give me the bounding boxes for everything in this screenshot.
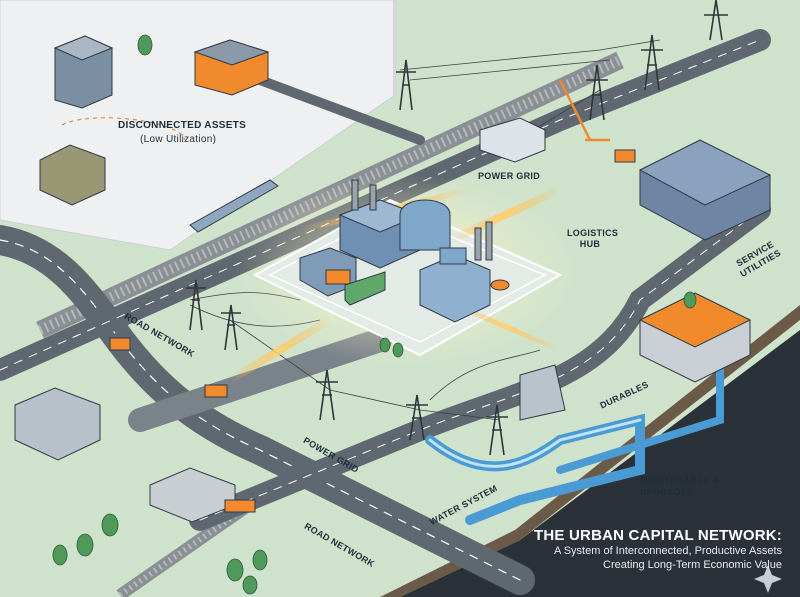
logistics-hub-label: LOGISTICS HUB bbox=[567, 228, 619, 249]
main-title: THE URBAN CAPITAL NETWORK: bbox=[534, 527, 782, 544]
title-panel bbox=[400, 330, 800, 597]
subtitle-line-2: Creating Long-Term Economic Value bbox=[603, 559, 782, 571]
sparkle-icon bbox=[754, 565, 782, 593]
water-system bbox=[425, 356, 724, 525]
factory-icon bbox=[299, 179, 510, 323]
maintenance-label: MAINTENANCE & UPGRADES bbox=[640, 475, 720, 497]
title-block: THE URBAN CAPITAL NETWORK: A System of I… bbox=[532, 527, 782, 572]
warehouse-icon bbox=[14, 117, 772, 523]
disconnected-buildings bbox=[39, 35, 270, 206]
subtitle-line-1: A System of Interconnected, Productive A… bbox=[553, 545, 782, 557]
train-icon bbox=[189, 179, 279, 233]
truck-icon bbox=[109, 149, 636, 513]
power-grid-top-label: POWER GRID bbox=[478, 171, 541, 181]
pylon-icon bbox=[186, 0, 728, 456]
disconnected-assets-label: DISCONNECTED ASSETS bbox=[118, 120, 247, 131]
low-utilization-label: (Low Utilization) bbox=[140, 134, 217, 145]
crane-icon bbox=[558, 79, 610, 142]
tree-icon bbox=[52, 34, 697, 595]
